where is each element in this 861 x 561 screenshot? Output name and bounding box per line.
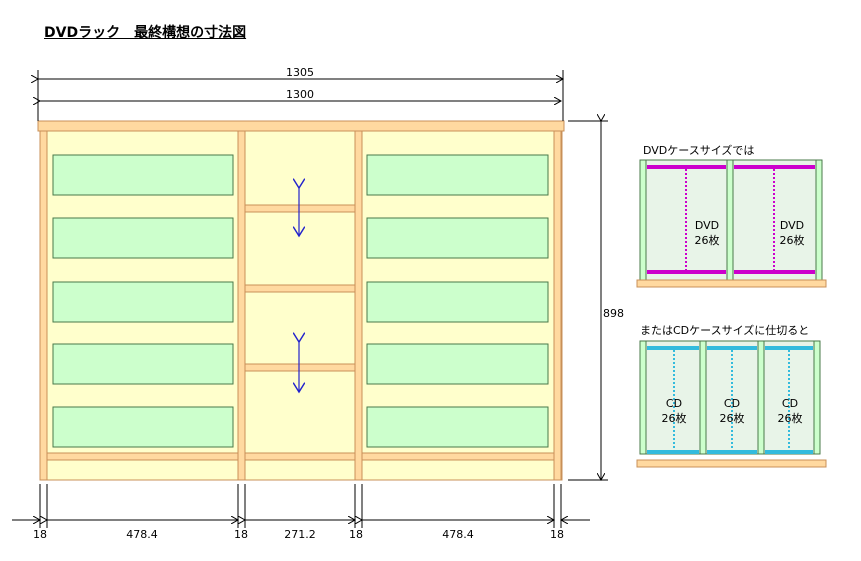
dvd-slot-label-left: DVD 26枚 [687,218,727,248]
rack-divider-2 [354,130,363,481]
dim-label-bottom-4: 271.2 [284,528,316,541]
drawer-right-1 [366,154,549,196]
dim-label-1305: 1305 [286,66,314,79]
rack-divider-1 [237,130,246,481]
dim-label-bottom-1: 18 [33,528,47,541]
cd-slot-label-2-count: 26枚 [719,412,745,425]
cd-slot-label-3-top: CD [781,397,799,410]
cd-slot-label-1: CD 26枚 [654,396,694,426]
drawer-left-2 [52,217,234,259]
cd-size-panel [636,340,827,468]
drawer-right-5 [366,406,549,448]
drawer-right-4 [366,343,549,385]
dvd-slot-label-right-top: DVD [779,219,805,232]
rack-shelf-2 [244,284,356,293]
rack-shelf-3 [244,363,356,372]
drawer-left-5 [52,406,234,448]
rack-bottom-rail-right [361,452,555,461]
cd-slot-label-1-top: CD [665,397,683,410]
dim-label-bottom-5: 18 [349,528,363,541]
cd-slot-label-1-count: 26枚 [661,412,687,425]
drawer-right-3 [366,281,549,323]
dim-label-1300: 1300 [286,88,314,101]
drawer-left-4 [52,343,234,385]
dim-label-bottom-3: 18 [234,528,248,541]
dvd-slot-label-left-count: 26枚 [694,234,720,247]
dvd-size-panel [636,159,827,288]
rack-shelf-1 [244,204,356,213]
cd-slot-label-3: CD 26枚 [770,396,810,426]
dvd-slot-label-left-top: DVD [694,219,720,232]
dim-label-898: 898 [603,307,624,320]
rack-side-right [553,130,562,481]
cd-panel-caption: またはCDケースサイズに仕切ると [640,324,810,337]
dvd-slot-label-right: DVD 26枚 [772,218,812,248]
drawer-right-2 [366,217,549,259]
rack-top-board [37,120,565,132]
cd-slot-label-2: CD 26枚 [712,396,752,426]
rack-bottom-rail-left [46,452,239,461]
page-title: DVDラック 最終構想の寸法図 [44,25,247,41]
dim-label-bottom-2: 478.4 [126,528,158,541]
dvd-slot-label-right-count: 26枚 [779,234,805,247]
dim-label-bottom-6: 478.4 [442,528,474,541]
dimension-lines [12,70,608,528]
cd-slot-label-3-count: 26枚 [777,412,803,425]
dvd-panel-caption: DVDケースサイズでは [643,144,755,157]
dim-label-bottom-7: 18 [550,528,564,541]
main-rack [37,120,565,481]
drawer-left-1 [52,154,234,196]
cd-slot-label-2-top: CD [723,397,741,410]
rack-side-left [39,130,48,481]
drawer-left-3 [52,281,234,323]
rack-bottom-rail-center [244,452,356,461]
